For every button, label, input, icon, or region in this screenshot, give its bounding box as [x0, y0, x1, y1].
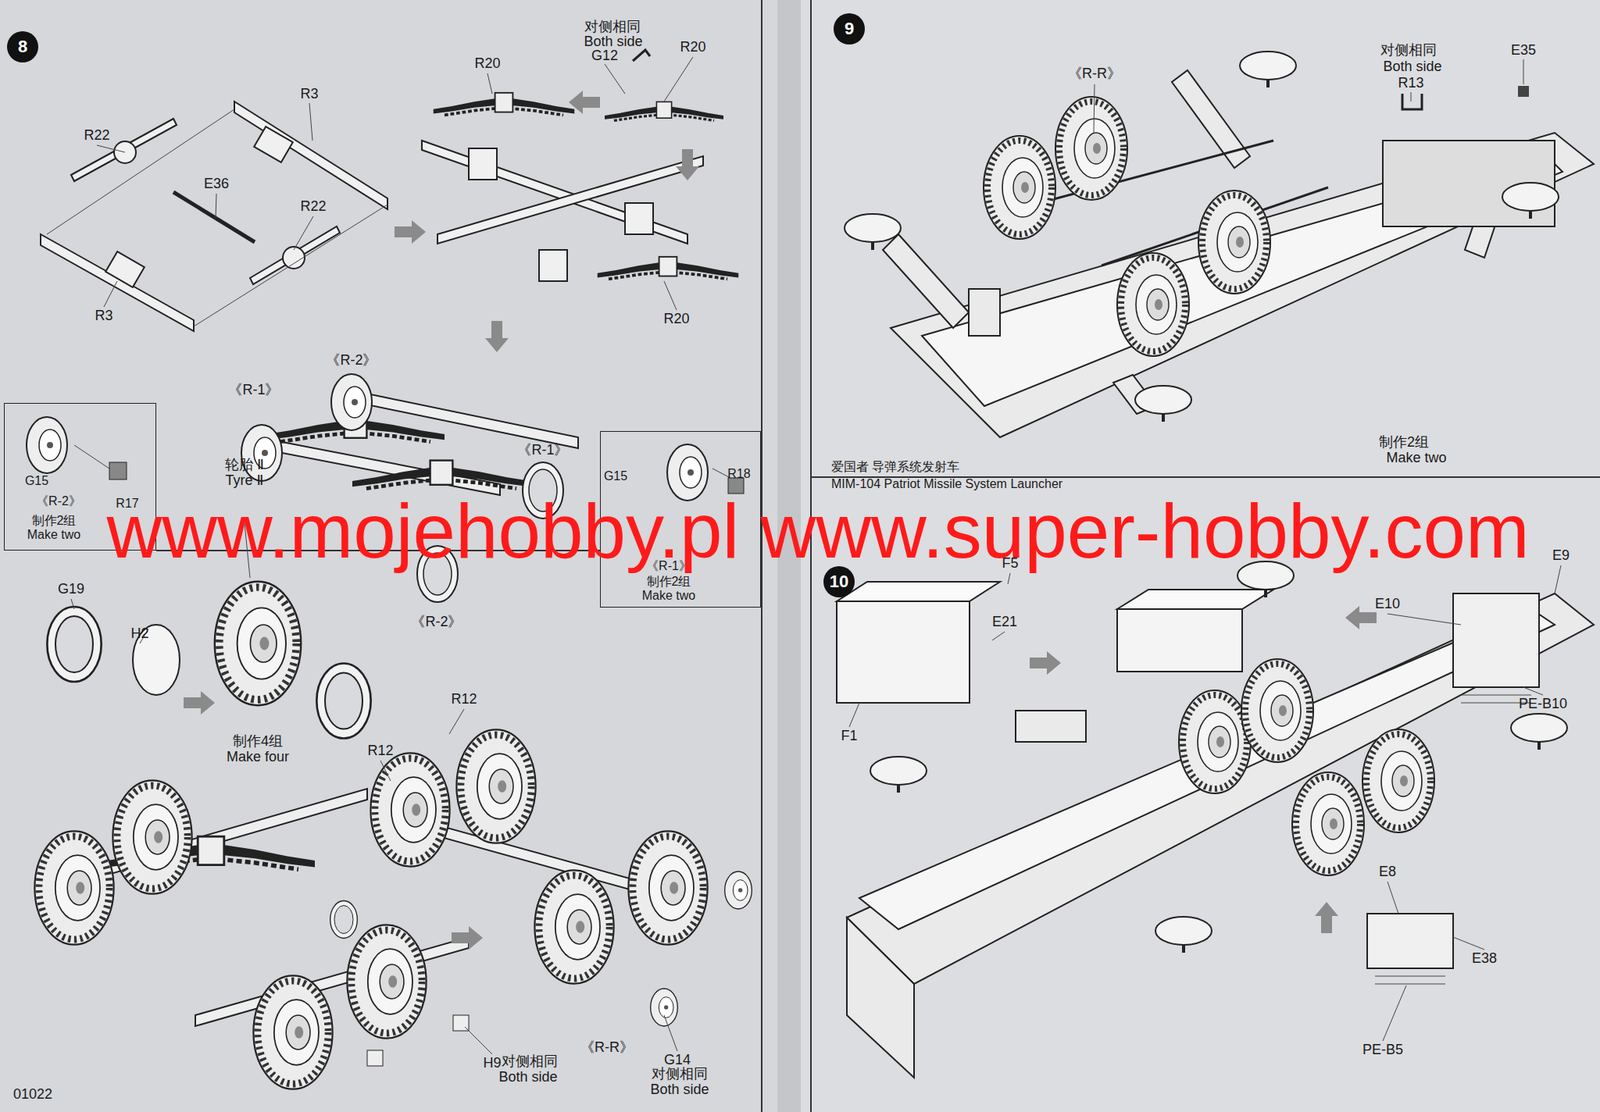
part-label: 制作4组 [232, 734, 283, 750]
part-label: 《R-2》 [410, 614, 462, 631]
part-label: Make two [642, 589, 696, 604]
part-label: R22 [300, 199, 326, 215]
step-number-text: 9 [844, 18, 854, 40]
part-label: R3 [300, 86, 318, 103]
part-label: E38 [1471, 951, 1497, 968]
part-label: G14 [664, 1053, 691, 1069]
part-label: G12 [591, 48, 618, 65]
part-label: F1 [840, 728, 858, 745]
part-label: 《R-R》 [580, 1040, 634, 1057]
part-label: 制作2组 [32, 514, 77, 529]
part-label: 对侧相同 [651, 1067, 708, 1083]
step-number: 9 [833, 13, 865, 45]
part-label: 轮胎 Ⅱ [225, 457, 265, 474]
part-label: 《R-R》 [1067, 66, 1122, 83]
part-label: PE-B10 [1518, 696, 1568, 713]
part-label: 《R-2》 [325, 353, 377, 369]
part-label: H9 [482, 1056, 501, 1072]
part-label: PE-B5 [1362, 1042, 1404, 1059]
part-label: 《R-1》 [228, 382, 279, 399]
part-label: R13 [1397, 75, 1424, 92]
part-label: R22 [83, 128, 110, 144]
step-heading: 爱国者 导弹系统发射车 [831, 460, 960, 475]
part-label: 制作2组 [646, 575, 692, 590]
part-label: G19 [57, 582, 85, 598]
part-label: 制作2组 [1378, 435, 1429, 451]
part-label: Make two [27, 528, 81, 543]
part-label: 01022 [13, 1087, 53, 1104]
part-label: E10 [1375, 596, 1400, 613]
part-label: R12 [367, 743, 393, 760]
part-label: Tyre Ⅱ [225, 473, 265, 490]
part-label: R20 [679, 39, 706, 56]
part-label: E8 [1378, 864, 1397, 881]
part-label: Make four [226, 750, 290, 766]
step-number: 10 [823, 566, 855, 598]
part-label: H2 [130, 626, 149, 643]
part-label: 对侧相同 [584, 19, 641, 36]
part-label: Both side [498, 1070, 558, 1086]
step-heading: MIM-104 Patriot Missile System Launcher [831, 477, 1063, 492]
part-label: E36 [203, 176, 229, 193]
step-number-text: 8 [17, 36, 28, 58]
part-label: Both side [1382, 59, 1442, 75]
part-label: R20 [663, 311, 690, 328]
part-label: R3 [94, 308, 113, 325]
part-label: R12 [450, 692, 477, 708]
step-number-text: 10 [829, 571, 849, 593]
part-label: G15 [603, 469, 628, 484]
part-label: 《R-2》 [35, 494, 82, 509]
watermark: www.mojehobby.pl www.super-hobby.com [106, 492, 1529, 570]
part-label: 《R-1》 [517, 442, 568, 459]
part-label: E35 [1510, 42, 1536, 59]
step-number: 8 [7, 31, 39, 63]
part-label: R20 [474, 56, 500, 72]
part-label: Make two [1385, 450, 1447, 467]
part-label: E9 [1552, 548, 1570, 565]
part-label: 对侧相同 [1380, 42, 1437, 59]
part-label: G15 [25, 474, 49, 489]
part-label: Both side [650, 1082, 709, 1099]
part-label: Both side [583, 34, 643, 50]
part-label: 对侧相同 [501, 1054, 558, 1071]
part-label: R18 [727, 467, 750, 482]
part-label: E21 [992, 614, 1018, 631]
